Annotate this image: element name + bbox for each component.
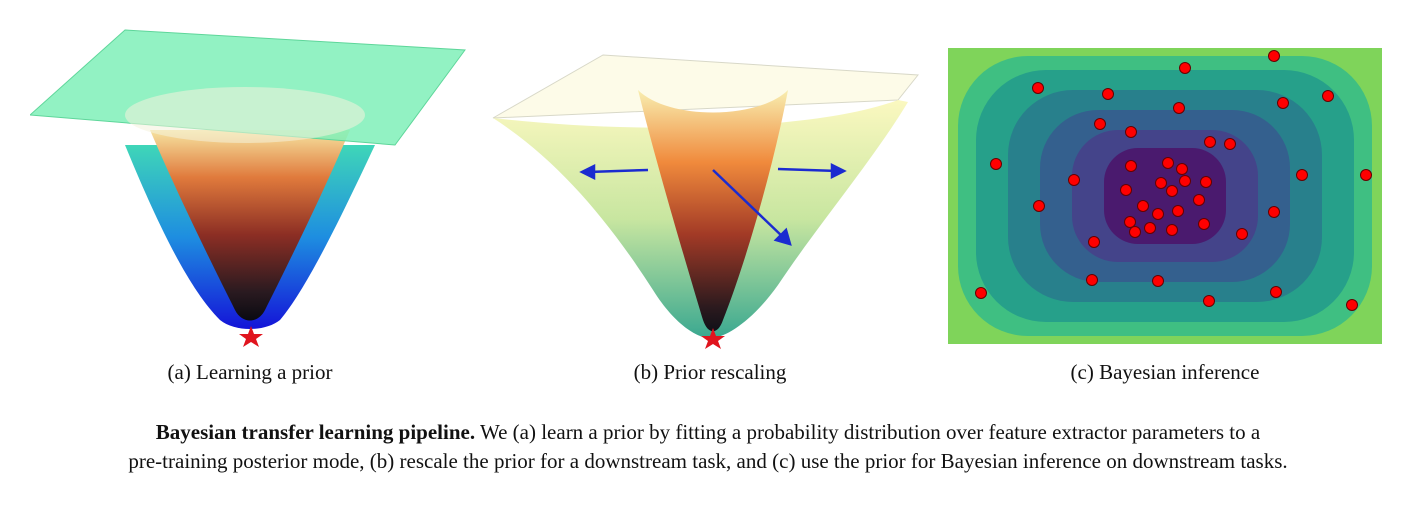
panel-prior-rescaling xyxy=(488,20,938,360)
panel-bayesian-inference xyxy=(948,48,1382,344)
sharp-loss-surface xyxy=(30,29,466,347)
arrow-icon xyxy=(830,162,847,180)
arrow-icon xyxy=(587,168,649,174)
rescale-arrows xyxy=(579,162,847,246)
sample-points xyxy=(975,50,1372,311)
posterior-contour-plot xyxy=(948,48,1382,344)
panel-learning-prior xyxy=(30,20,470,360)
figure-caption-title: Bayesian transfer learning pipeline. xyxy=(155,420,476,444)
caption-c: (c) Bayesian inference xyxy=(1070,360,1260,384)
star-icon xyxy=(701,328,725,349)
rescaled-loss-surface xyxy=(492,54,919,349)
figure-caption: Bayesian transfer learning pipeline. We … xyxy=(20,418,1396,476)
arrow-icon xyxy=(773,227,792,246)
figure-caption-line2: pre-training posterior mode, (b) rescale… xyxy=(128,449,1288,473)
caption-b: (b) Prior rescaling xyxy=(633,360,787,384)
caption-a: (a) Learning a prior xyxy=(167,360,333,384)
star-icon xyxy=(239,326,263,347)
figure-caption-line1: We (a) learn a prior by fitting a probab… xyxy=(475,420,1261,444)
